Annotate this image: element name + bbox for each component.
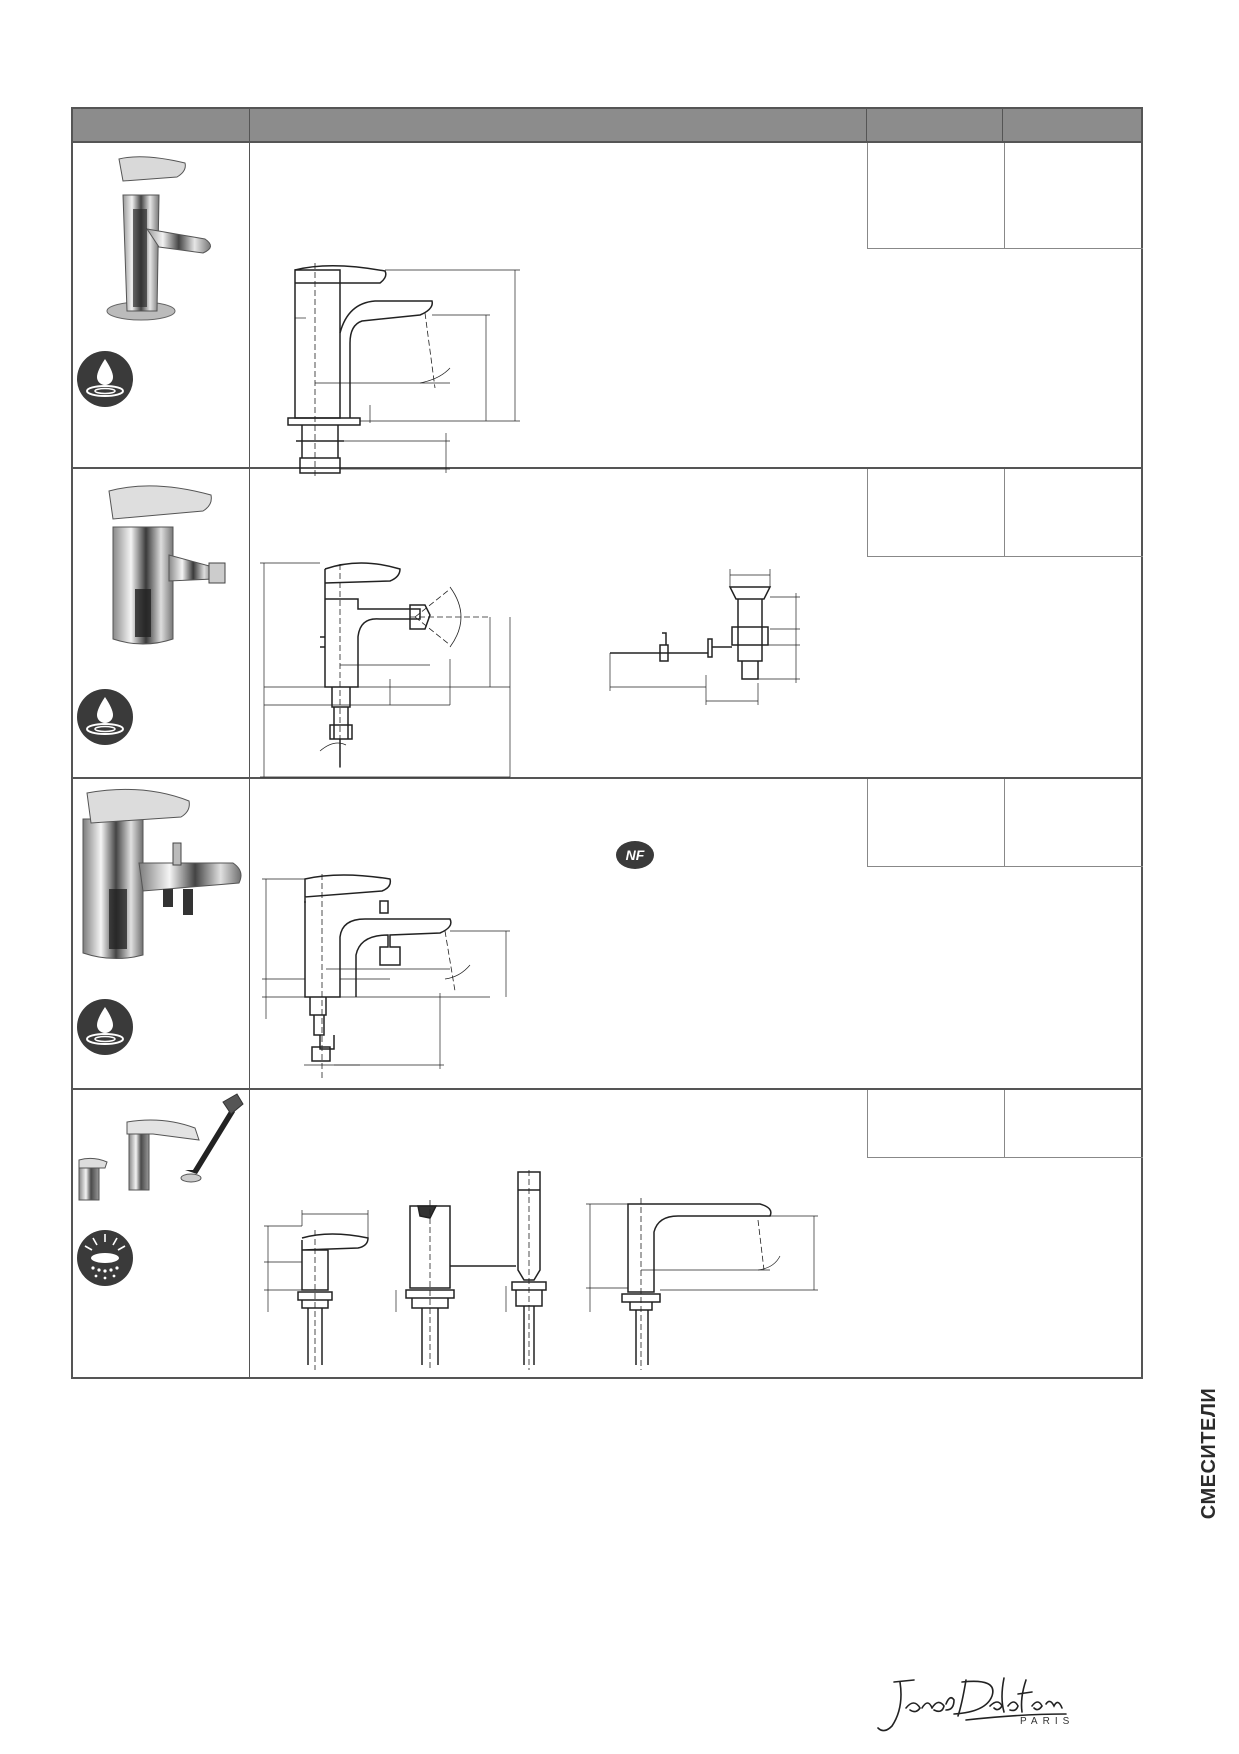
table-row (73, 143, 1143, 478)
deck-mounted-bath-set-drawing (264, 1170, 818, 1370)
technical-drawing-cell: NF (250, 779, 867, 1088)
water-saving-icon (77, 351, 133, 407)
spec-box (867, 143, 1143, 249)
product-table: NF (71, 107, 1143, 1379)
brand-logo (877, 1677, 1067, 1732)
spray-modes-icon (77, 1230, 133, 1286)
bidet-mixer-photo (108, 485, 226, 645)
section-side-label-text: СМЕСИТЕЛИ (1198, 1387, 1221, 1519)
header-cell-photo (73, 109, 250, 141)
header-cell-price (1003, 109, 1143, 141)
spec-box (867, 779, 1143, 867)
table-row (73, 469, 1143, 779)
table-row: NF (73, 779, 1143, 1090)
nf-badge-label: NF (626, 847, 645, 863)
water-saving-icon (77, 689, 133, 745)
product-photo-cell (73, 143, 250, 467)
deck-mounted-bath-set-photo (78, 1093, 244, 1201)
product-photo-cell (73, 779, 250, 1088)
basin-mixer-photo (106, 156, 211, 321)
table-row (73, 1090, 1143, 1379)
header-cell-code (867, 109, 1003, 141)
technical-drawing-cell (250, 1090, 867, 1379)
technical-drawing-cell (250, 469, 867, 778)
basin-mixer-drawing (287, 263, 520, 478)
brand-city: PARIS (1020, 1716, 1075, 1727)
bath-shower-mixer-photo (82, 788, 242, 959)
table-header (73, 109, 1141, 143)
product-photo-cell (73, 469, 250, 777)
water-saving-icon (77, 999, 133, 1055)
bidet-mixer-drawing (260, 562, 800, 778)
bath-shower-mixer-drawing (262, 874, 510, 1079)
technical-drawing-cell (250, 143, 867, 478)
spec-box (867, 469, 1143, 557)
spec-box (867, 1090, 1143, 1158)
nf-certification-badge: NF (616, 841, 654, 869)
header-cell-description (250, 109, 867, 141)
product-photo-cell (73, 1090, 250, 1379)
section-side-label: СМЕСИТЕЛИ (1180, 1378, 1239, 1528)
